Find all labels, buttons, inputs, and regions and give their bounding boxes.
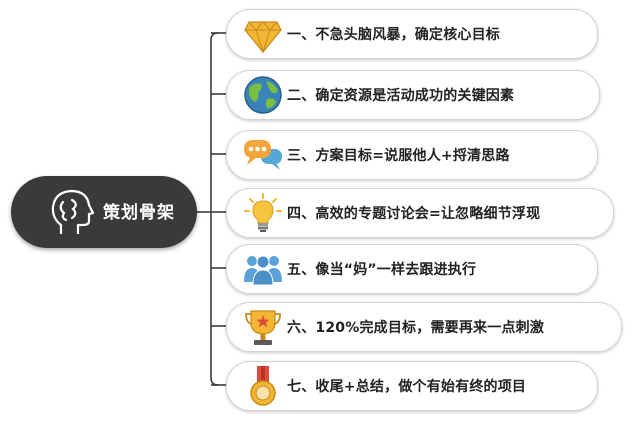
lightbulb-icon [243, 193, 283, 233]
topic-label-5: 五、像当“妈”一样去跟进执行 [287, 262, 477, 278]
topic-node-3: 三、方案目标=说服他人+捋清思路 [226, 130, 598, 180]
globe-icon [243, 75, 283, 115]
medal-icon [243, 366, 283, 406]
diamond-icon [243, 14, 283, 54]
topic-label-3: 三、方案目标=说服他人+捋清思路 [287, 148, 510, 164]
topic-label-4: 四、高效的专题讨论会=让忽略细节浮现 [287, 206, 541, 222]
team-icon [243, 249, 283, 289]
topic-label-7: 七、收尾+总结，做个有始有终的项目 [287, 379, 527, 395]
topic-node-7: 七、收尾+总结，做个有始有终的项目 [226, 361, 598, 411]
topic-node-2: 二、确定资源是活动成功的关键因素 [226, 70, 600, 120]
head-brain-icon [45, 186, 97, 238]
topic-node-5: 五、像当“妈”一样去跟进执行 [226, 244, 598, 294]
topic-node-1: 一、不急头脑风暴，确定核心目标 [226, 9, 598, 59]
topic-label-6: 六、120%完成目标，需要再来一点刺激 [287, 320, 545, 336]
root-label: 策划骨架 [103, 203, 175, 223]
connector-trunk [210, 32, 219, 386]
topic-node-4: 四、高效的专题讨论会=让忽略细节浮现 [226, 188, 614, 238]
trophy-icon [243, 307, 283, 347]
root-node: 策划骨架 [11, 176, 197, 248]
topic-label-1: 一、不急头脑风暴，确定核心目标 [287, 27, 500, 43]
chat-bubbles-icon [243, 135, 283, 175]
topic-node-6: 六、120%完成目标，需要再来一点刺激 [226, 302, 622, 352]
topic-label-2: 二、确定资源是活动成功的关键因素 [287, 88, 515, 104]
